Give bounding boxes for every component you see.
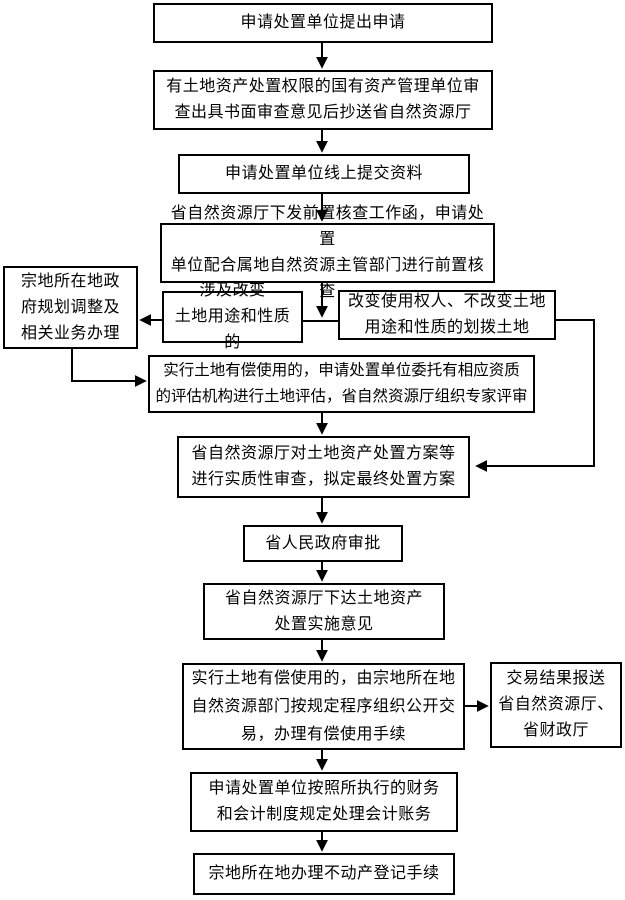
flow-node-trade-result-report: 交易结果报送 省自然资源厅、 省财政厅: [490, 662, 622, 748]
flow-node-real-estate-registration: 宗地所在地办理不动产登记手续: [193, 853, 455, 895]
arrow-local-gov-to-appraisal: [71, 349, 147, 387]
flow-node-paid-use-appraisal: 实行土地有偿使用的，申请处置单位委托有相应资质 的评估机构进行土地评估，省自然资…: [148, 355, 535, 413]
flow-node-change-use-and-nature: 涉及改变 土地用途和性质的: [162, 282, 303, 351]
flow-node-pre-check: 省自然资源厅下发前置核查工作函，申请处置 单位配合属地自然资源主管部门进行前置核…: [160, 205, 495, 300]
flow-node-public-trading: 实行土地有偿使用的，由宗地所在地 自然资源部门按规定程序组织公开交 易，办理有偿…: [182, 663, 465, 750]
flow-node-accounting-treatment: 申请处置单位按照所执行的财务 和会计制度规定处理会计账务: [190, 772, 458, 832]
flow-node-change-holder-allocated: 改变使用权人、不改变土地 用途和性质的划拨土地: [338, 290, 556, 340]
flow-node-implementation-opinion: 省自然资源厅下达土地资产 处置实施意见: [203, 583, 445, 640]
flow-node-provincial-gov-approval: 省人民政府审批: [243, 525, 403, 562]
flow-node-online-submission: 申请处置单位线上提交资料: [178, 154, 470, 194]
flow-node-asset-authority-review: 有土地资产处置权限的国有资产管理单位审 查出具书面审查意见后抄送省自然资源厅: [153, 70, 493, 130]
flow-node-local-gov-planning: 宗地所在地政 府规划调整及 相关业务办理: [3, 266, 138, 349]
flow-node-submit-application: 申请处置单位提出申请: [153, 3, 493, 43]
flow-node-substantive-review: 省自然资源厅对土地资产处置方案等 进行实质性审查，拟定最终处置方案: [177, 436, 470, 498]
